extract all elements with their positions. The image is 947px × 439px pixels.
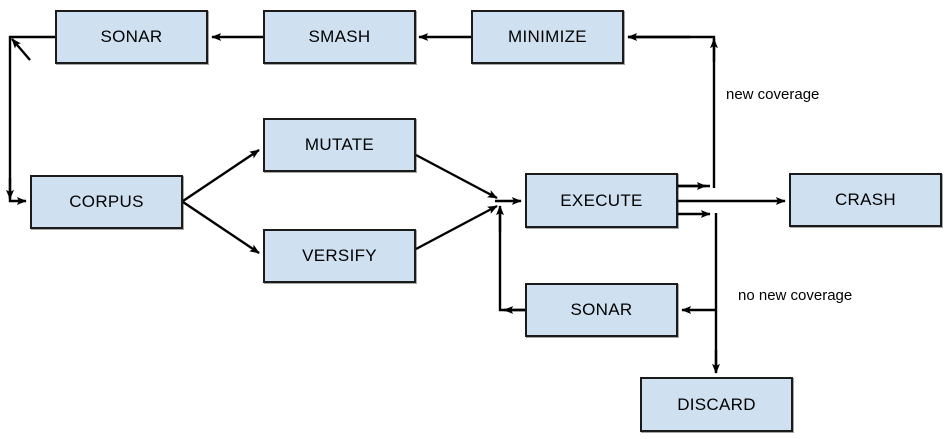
edge-left-rail-up-arrow (11, 38, 31, 61)
edge-sonar-bottom-to-execute (498, 208, 525, 312)
node-smash[interactable]: SMASH (263, 10, 416, 64)
node-label: CRASH (834, 190, 896, 209)
edge-corpus-to-versify (182, 201, 260, 254)
node-label: EXECUTE (560, 190, 643, 210)
node-label: CORPUS (69, 192, 144, 211)
node-sonar-bottom[interactable]: SONAR (525, 283, 678, 337)
node-discard[interactable]: DISCARD (640, 377, 793, 432)
node-label: MINIMIZE (508, 27, 587, 46)
node-label: MUTATE (304, 135, 375, 154)
edge-mutate-to-execute (415, 153, 498, 200)
edge-sonar-top-to-corpus (8, 35, 55, 205)
node-label: SONAR (570, 300, 633, 319)
node-minimize[interactable]: MINIMIZE (471, 10, 624, 64)
node-mutate[interactable]: MUTATE (263, 118, 416, 172)
node-execute[interactable]: EXECUTE (525, 173, 678, 228)
node-crash[interactable]: CRASH (789, 173, 942, 227)
edge-versify-to-execute (415, 204, 498, 251)
node-corpus[interactable]: CORPUS (30, 175, 183, 229)
node-label: SONAR (100, 27, 163, 46)
node-label: SMASH (308, 27, 371, 46)
edge-label-new-coverage: new coverage (726, 86, 820, 103)
node-versify[interactable]: VERSIFY (263, 229, 416, 283)
edge-new-coverage-rail (628, 35, 716, 188)
node-sonar-top[interactable]: SONAR (55, 10, 208, 64)
node-label: VERSIFY (302, 246, 377, 265)
edge-label-no-new-coverage: no new coverage (738, 287, 853, 304)
node-label: DISCARD (677, 394, 756, 414)
edge-corpus-to-mutate (182, 149, 260, 202)
